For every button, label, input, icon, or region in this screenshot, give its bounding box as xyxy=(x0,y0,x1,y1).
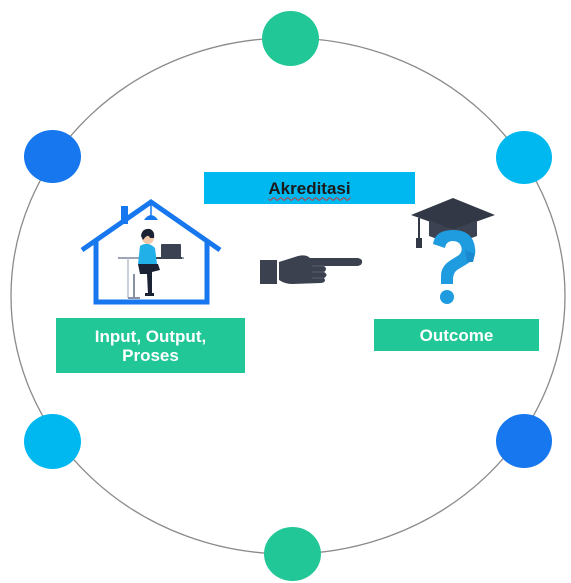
ring-node-top xyxy=(262,11,319,66)
ring-node-upper-right xyxy=(496,131,552,184)
akreditasi-label: Akreditasi xyxy=(268,178,351,198)
graduation-cap-question-mark-icon xyxy=(411,198,495,304)
ring-node-bottom xyxy=(264,527,321,581)
input-output-proses-label: Input, Output, Proses xyxy=(94,326,207,365)
house-with-person-at-laptop-icon xyxy=(80,198,222,305)
outcome-box: Outcome xyxy=(374,319,539,351)
pointing-hand-icon xyxy=(260,255,363,284)
ring-node-lower-left xyxy=(24,414,81,469)
outcome-label: Outcome xyxy=(419,325,494,345)
ring-node-lower-right xyxy=(496,414,552,468)
input-output-proses-box: Input, Output, Proses xyxy=(56,318,245,373)
akreditasi-banner: Akreditasi xyxy=(204,172,415,204)
ring-node-upper-left xyxy=(24,130,81,183)
